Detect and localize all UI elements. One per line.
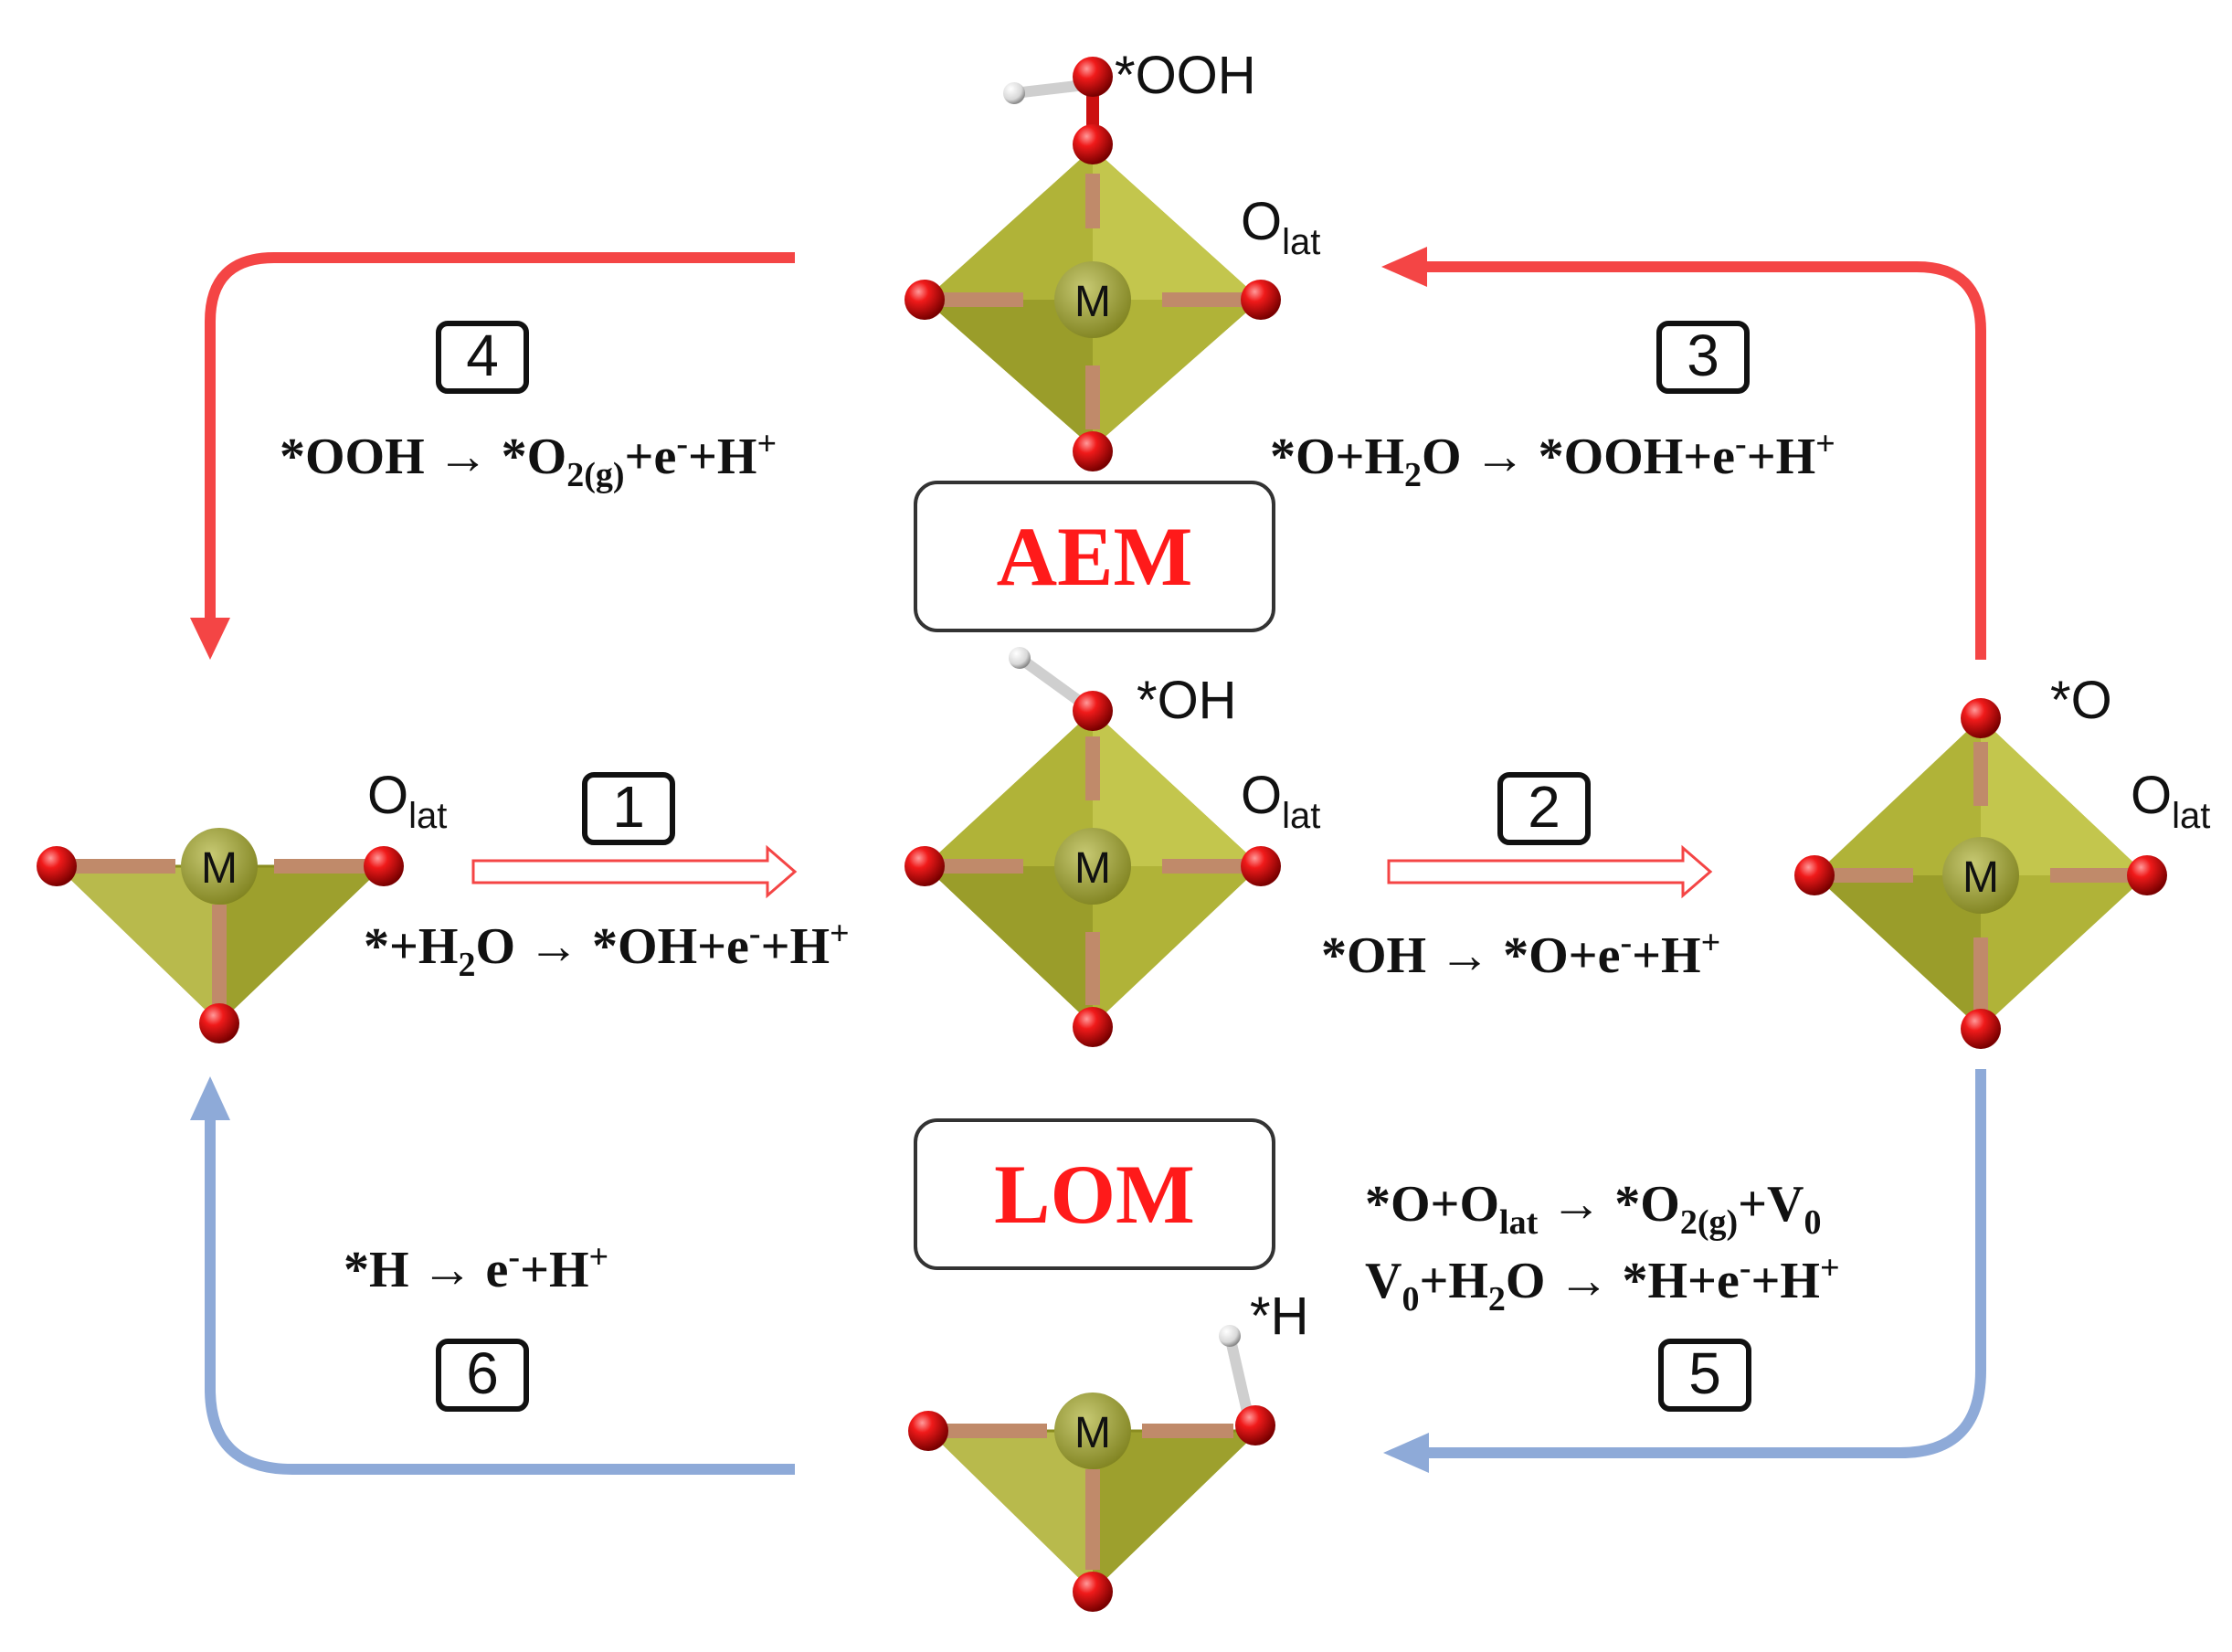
- svg-text:1: 1: [612, 774, 645, 840]
- step-box-4: 4: [436, 321, 529, 394]
- svg-text:2: 2: [1528, 774, 1560, 840]
- equation-step1: *+H2O → *OH+e-+H+: [364, 915, 850, 984]
- metal-label: M: [1074, 278, 1111, 326]
- olat-label-top: Olat: [1241, 192, 1320, 262]
- equation-step5a: *O+Olat → *O2(g)+V0: [1365, 1176, 1821, 1242]
- metal-label: M: [201, 844, 238, 893]
- structure-bare-site: M: [37, 828, 404, 1043]
- lom-label: LOM: [994, 1148, 1195, 1241]
- species-label-oh: *OH: [1137, 671, 1237, 730]
- structure-h: M: [908, 1325, 1275, 1612]
- lom-arrowhead-step6: [190, 1076, 230, 1120]
- step-box-2: 2: [1497, 772, 1591, 845]
- equation-step4: *OOH → *O2(g)+e-+H+: [280, 425, 777, 494]
- olat-label-left: Olat: [367, 766, 447, 836]
- metal-center: [1054, 1393, 1131, 1469]
- olat-label-right: Olat: [2131, 766, 2210, 836]
- equation-step3: *O+H2O → *OOH+e-+H+: [1270, 425, 1835, 494]
- aem-arrow-step3: [1425, 261, 1986, 660]
- step-box-6: 6: [436, 1339, 529, 1412]
- metal-center: [1942, 837, 2019, 914]
- metal-label: M: [1074, 1409, 1111, 1457]
- metal-label: M: [1074, 844, 1111, 893]
- lom-box: LOM: [914, 1118, 1275, 1270]
- hollow-arrow-step1: [471, 844, 798, 899]
- cycle-arrows: [190, 247, 1986, 1475]
- svg-text:6: 6: [466, 1340, 499, 1406]
- aem-arrowhead-step3: [1381, 247, 1427, 287]
- structure-ooh: M: [904, 57, 1281, 471]
- metal-center: [1054, 828, 1131, 905]
- metal-center: [1054, 261, 1131, 338]
- lom-arrowhead-step5: [1383, 1433, 1429, 1473]
- aem-box: AEM: [914, 481, 1275, 632]
- olat-label-center: Olat: [1241, 766, 1320, 836]
- equation-step6: *H → e-+H+: [344, 1238, 608, 1298]
- structure-oh: M: [904, 647, 1281, 1047]
- svg-text:3: 3: [1687, 323, 1719, 388]
- svg-text:4: 4: [466, 323, 499, 388]
- aem-arrow-step4: [205, 252, 795, 621]
- svg-text:5: 5: [1688, 1340, 1721, 1406]
- step-box-1: 1: [582, 772, 675, 845]
- metal-center: [181, 828, 258, 905]
- metal-label: M: [1962, 853, 1999, 902]
- step-box-5: 5: [1658, 1339, 1751, 1412]
- lom-arrow-step5: [1425, 1069, 1986, 1458]
- equation-step5b: V0+H2O → *H+e-+H+: [1365, 1249, 1840, 1318]
- aem-arrowhead-step4: [190, 618, 230, 660]
- species-label-h: *H: [1250, 1287, 1308, 1346]
- step-box-3: 3: [1656, 321, 1750, 394]
- aem-label: AEM: [997, 510, 1193, 603]
- structure-o: M: [1794, 698, 2167, 1049]
- hollow-arrow-step2: [1387, 844, 1713, 899]
- lom-arrow-step6: [205, 1117, 795, 1475]
- species-label-o: *O: [2050, 671, 2112, 730]
- species-label-ooh: *OOH: [1115, 46, 1256, 105]
- equation-step2: *OH → *O+e-+H+: [1321, 924, 1720, 984]
